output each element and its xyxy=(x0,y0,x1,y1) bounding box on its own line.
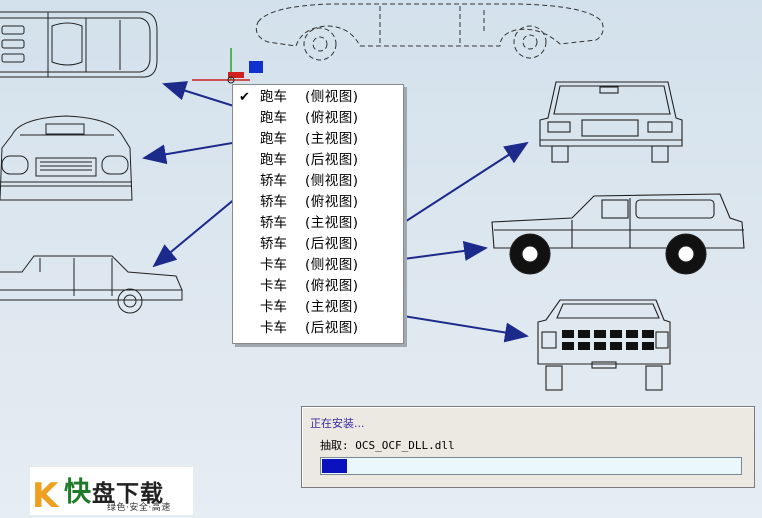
menu-item-view: (主视图) xyxy=(305,131,359,147)
menu-item-name: 卡车 xyxy=(260,278,287,294)
menu-item-name: 跑车 xyxy=(260,110,287,126)
menu-item-view: (侧视图) xyxy=(305,173,359,189)
block-insert-context-menu: ✔ 跑车 (侧视图) 跑车 (俯视图) 跑车 (主视图) 跑车 (后视图) 轿车… xyxy=(232,84,404,344)
menu-item-name: 跑车 xyxy=(260,89,287,105)
menu-item-truck-side[interactable]: 卡车 (侧视图) xyxy=(233,255,403,276)
install-status-text: 正在安装... xyxy=(310,417,365,430)
menu-item-truck-front[interactable]: 卡车 (主视图) xyxy=(233,297,403,318)
menu-item-view: (侧视图) xyxy=(305,89,359,105)
menu-item-view: (主视图) xyxy=(305,299,359,315)
truck-front-view-drawing xyxy=(539,81,683,163)
logo-tagline: 绿色·安全·高速 xyxy=(107,503,171,513)
sedan-side-view-drawing xyxy=(0,255,183,314)
menu-item-view: (侧视图) xyxy=(305,257,359,273)
menu-item-view: (后视图) xyxy=(305,320,359,336)
logo-brand-rest: 盘下载 xyxy=(92,481,164,507)
menu-item-sportscar-front[interactable]: 跑车 (主视图) xyxy=(233,129,403,150)
menu-item-sportscar-top[interactable]: 跑车 (俯视图) xyxy=(233,108,403,129)
menu-item-name: 跑车 xyxy=(260,131,287,147)
install-progress-dialog: 正在安装... 抽取: OCS_OCF_DLL.dll xyxy=(301,406,755,488)
logo-brand-first: 快 xyxy=(64,477,92,508)
menu-item-name: 卡车 xyxy=(260,299,287,315)
logo-k-mark: K xyxy=(32,476,59,516)
menu-item-name: 轿车 xyxy=(260,173,287,189)
menu-item-name: 卡车 xyxy=(260,257,287,273)
install-progress-bar xyxy=(320,457,742,475)
progress-bar-fill xyxy=(322,459,347,473)
menu-item-view: (俯视图) xyxy=(305,278,359,294)
car-top-view-drawing xyxy=(0,11,158,78)
menu-item-view: (主视图) xyxy=(305,215,359,231)
menu-item-name: 轿车 xyxy=(260,236,287,252)
ucs-axis-icon xyxy=(192,48,263,84)
menu-item-view: (后视图) xyxy=(305,236,359,252)
truck-side-view-drawing xyxy=(491,193,745,275)
convertible-side-view-dashed xyxy=(255,3,604,61)
menu-item-name: 跑车 xyxy=(260,152,287,168)
menu-item-sedan-side[interactable]: 轿车 (侧视图) xyxy=(233,171,403,192)
menu-item-sportscar-side[interactable]: ✔ 跑车 (侧视图) xyxy=(233,87,403,108)
menu-item-sedan-front[interactable]: 轿车 (主视图) xyxy=(233,213,403,234)
menu-item-name: 轿车 xyxy=(260,215,287,231)
menu-item-sedan-top[interactable]: 轿车 (俯视图) xyxy=(233,192,403,213)
sports-car-front-view-drawing xyxy=(0,115,133,201)
kuaipan-watermark-logo: K 快盘下载 绿色·安全·高速 xyxy=(30,467,193,516)
checkmark-icon: ✔ xyxy=(239,90,250,105)
menu-item-view: (俯视图) xyxy=(305,110,359,126)
menu-item-sedan-rear[interactable]: 轿车 (后视图) xyxy=(233,234,403,255)
menu-item-view: (后视图) xyxy=(305,152,359,168)
menu-item-view: (俯视图) xyxy=(305,194,359,210)
menu-item-truck-top[interactable]: 卡车 (俯视图) xyxy=(233,276,403,297)
menu-item-sportscar-rear[interactable]: 跑车 (后视图) xyxy=(233,150,403,171)
menu-item-name: 卡车 xyxy=(260,320,287,336)
truck-grille-front-view-drawing xyxy=(537,299,671,391)
extract-file-text: 抽取: OCS_OCF_DLL.dll xyxy=(320,439,455,452)
logo-brand-text: 快盘下载 xyxy=(64,470,164,509)
menu-item-truck-rear[interactable]: 卡车 (后视图) xyxy=(233,318,403,339)
menu-item-name: 轿车 xyxy=(260,194,287,210)
